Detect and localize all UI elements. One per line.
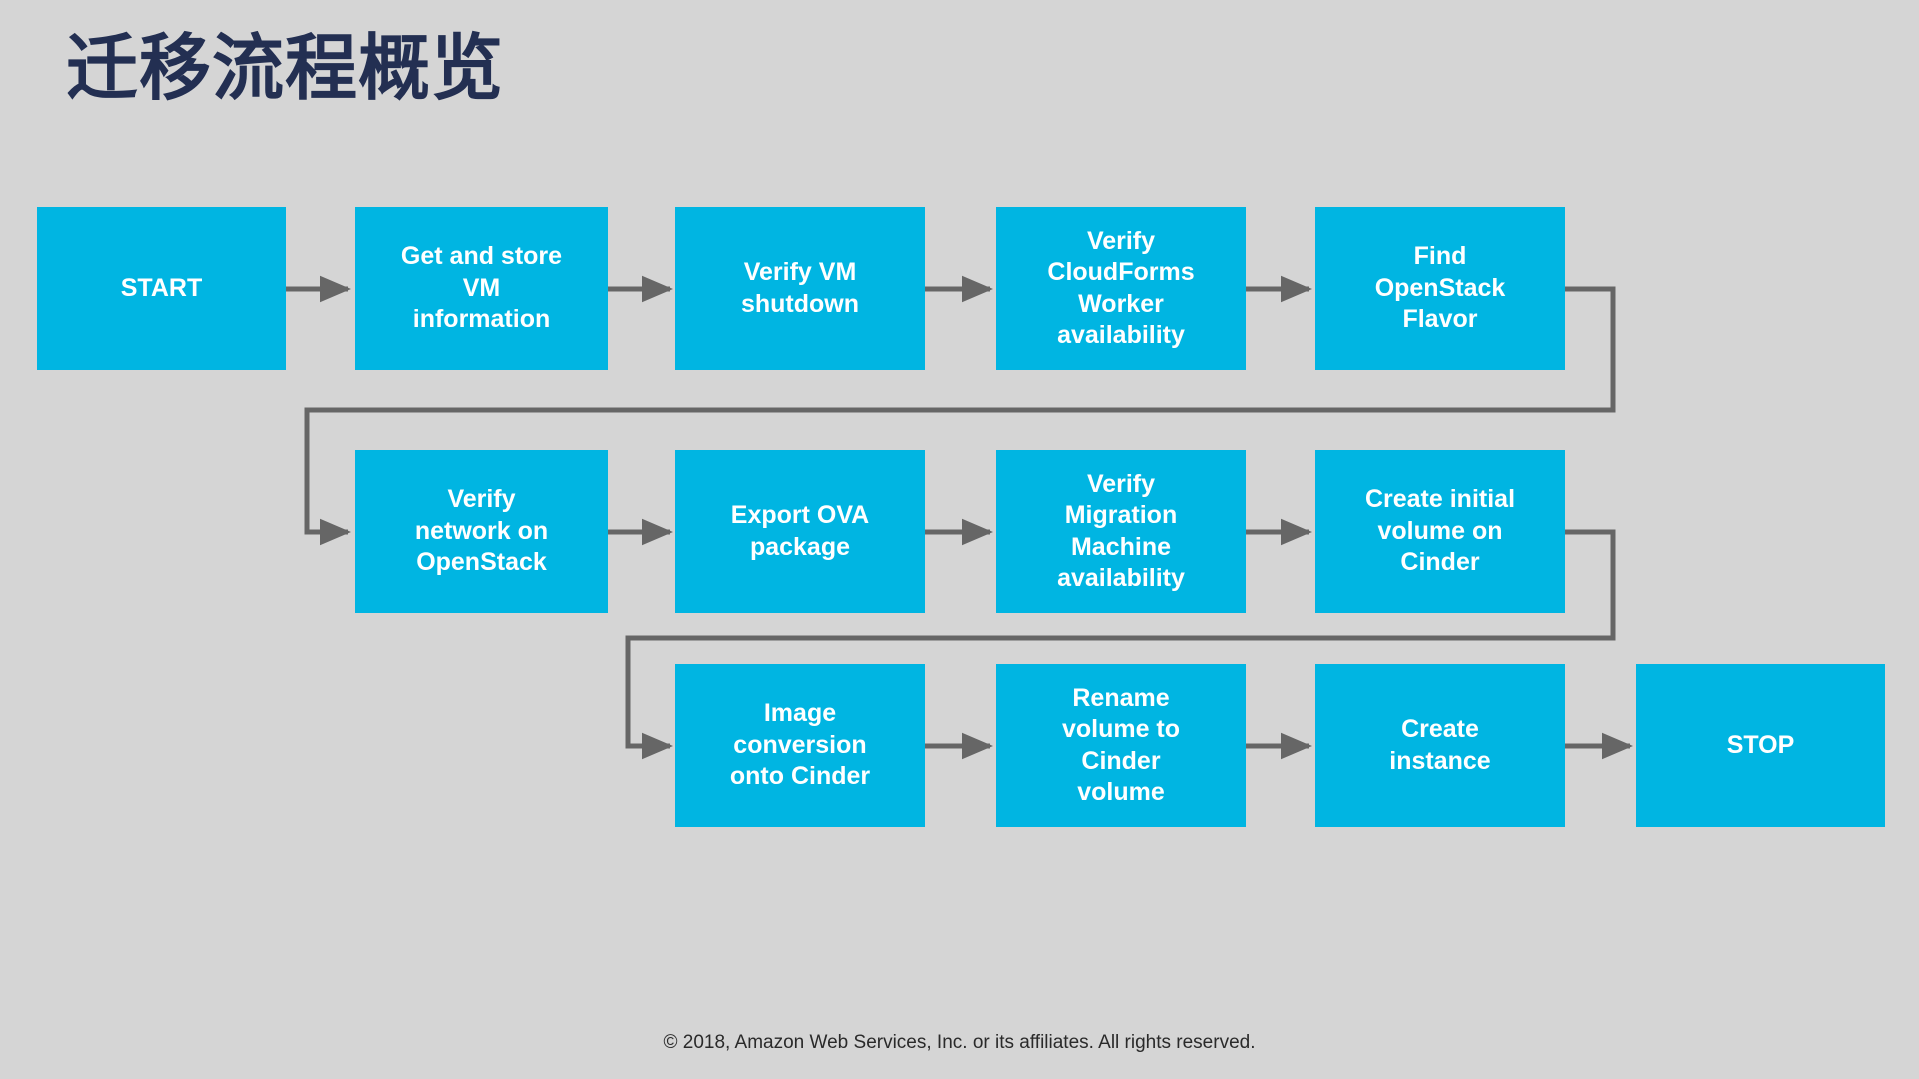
flow-node-label: Find OpenStack Flavor xyxy=(1374,242,1506,334)
flow-node-label: Verify Migration Machine availability xyxy=(1057,469,1185,593)
flow-node-create-initial-volume-on-cinder[interactable]: Create initial volume on Cinder xyxy=(1315,450,1565,613)
flow-node-label: STOP xyxy=(1726,730,1795,759)
flow-node-label: Create initial volume on Cinder xyxy=(1364,485,1516,577)
flow-node-label: Rename volume to Cinder volume xyxy=(1061,683,1181,807)
flow-node-label: Image conversion onto Cinder xyxy=(729,699,871,791)
flow-node-verify-cloudforms-worker-availability[interactable]: Verify CloudForms Worker availability xyxy=(996,207,1246,370)
flow-node-label: Export OVA package xyxy=(730,501,870,561)
page-title: 迁移流程概览 xyxy=(66,29,505,109)
flow-node-label: Verify network on OpenStack xyxy=(414,485,549,577)
flow-node-rename-volume-to-cinder-volume[interactable]: Rename volume to Cinder volume xyxy=(996,664,1246,827)
copyright-footer: © 2018, Amazon Web Services, Inc. or its… xyxy=(663,1032,1256,1053)
flow-node-start[interactable]: START xyxy=(37,207,286,370)
flow-node-verify-migration-machine-availability[interactable]: Verify Migration Machine availability xyxy=(996,450,1246,613)
flow-node-label: Create instance xyxy=(1389,715,1491,775)
flow-node-label: START xyxy=(120,273,203,302)
flow-node-verify-network-on-openstack[interactable]: Verify network on OpenStack xyxy=(355,450,608,613)
flow-node-get-and-store-vm-information[interactable]: Get and store VM information xyxy=(355,207,608,370)
flow-node-label: Verify VM shutdown xyxy=(740,258,860,318)
flow-node-label: Verify CloudForms Worker availability xyxy=(1047,226,1195,350)
flow-node-stop[interactable]: STOP xyxy=(1636,664,1885,827)
flow-node-create-instance[interactable]: Create instance xyxy=(1315,664,1565,827)
flow-node-find-openstack-flavor[interactable]: Find OpenStack Flavor xyxy=(1315,207,1565,370)
flow-node-verify-vm-shutdown[interactable]: Verify VM shutdown xyxy=(675,207,925,370)
flow-node-label: Get and store VM information xyxy=(400,242,563,334)
flow-node-export-ova-package[interactable]: Export OVA package xyxy=(675,450,925,613)
flow-node-image-conversion-onto-cinder[interactable]: Image conversion onto Cinder xyxy=(675,664,925,827)
